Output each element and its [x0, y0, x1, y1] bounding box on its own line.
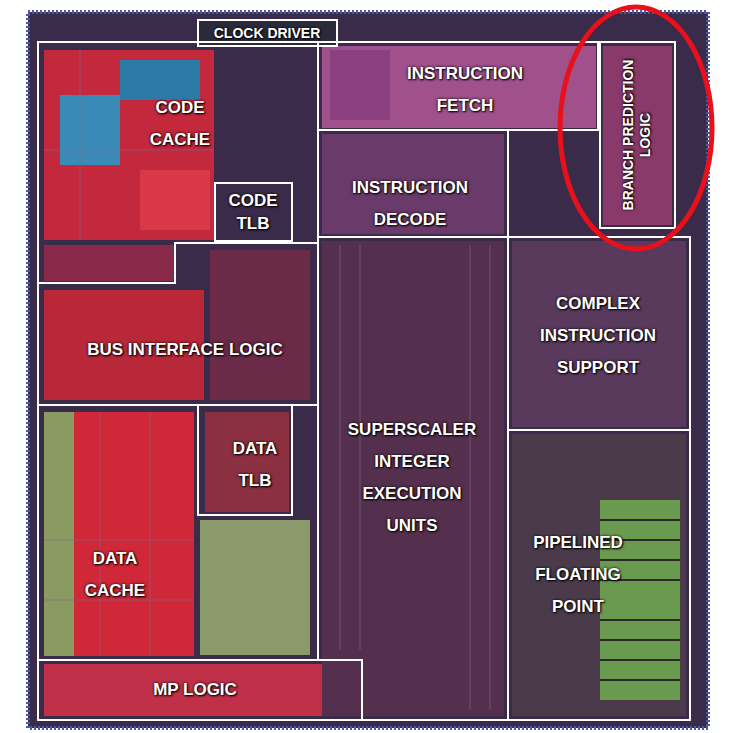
region-label: BRANCH PREDICTION LOGIC — [620, 47, 654, 223]
bus-area — [210, 250, 310, 400]
region-label: SUPERSCALER INTEGER EXECUTION UNITS — [347, 414, 477, 542]
tlb-area — [205, 412, 289, 512]
execution-area — [322, 241, 504, 716]
die-region: PIPELINED FLOATING POINT — [508, 430, 690, 720]
cache-array — [44, 412, 194, 656]
die-region: CLOCK DRIVER — [198, 20, 337, 46]
region-label: DATA TLB — [215, 433, 295, 497]
die-texture — [44, 50, 490, 710]
cache-array — [60, 95, 120, 165]
die-region: DATA CACHE DATA TLB — [38, 405, 318, 660]
region-label: PIPELINED FLOATING POINT — [518, 527, 638, 623]
region-label: MP LOGIC — [95, 679, 295, 701]
btb-area — [603, 46, 672, 225]
die-region: SUPERSCALER INTEGER EXECUTION UNITS — [318, 237, 508, 720]
die-region: BRANCH PREDICTION LOGIC — [600, 42, 675, 228]
region-label: CODE CACHE — [135, 92, 225, 156]
die-region: CODE CACHE CODE TLB — [38, 42, 318, 283]
die-region: DATA TLB — [198, 405, 292, 515]
region-label: INSTRUCTION DECODE — [335, 172, 485, 236]
die-region: MP LOGIC — [38, 660, 362, 720]
die-region: INSTRUCTION FETCH — [318, 42, 598, 130]
region-label: BUS INTERFACE LOGIC — [80, 334, 290, 366]
die-region: CODE TLB — [215, 183, 292, 241]
region-outline — [38, 20, 690, 720]
region-label: CLOCK DRIVER — [201, 25, 333, 41]
region-label: INSTRUCTION FETCH — [380, 58, 550, 122]
highlight-ellipse — [560, 7, 712, 249]
region-label: CODE TLB — [218, 189, 288, 235]
die-region: INSTRUCTION DECODE — [318, 130, 508, 237]
fetch-area — [330, 50, 390, 120]
region-label: COMPLEX INSTRUCTION SUPPORT — [523, 288, 673, 384]
mp-area — [44, 664, 358, 716]
die-ground — [28, 12, 708, 728]
die-region: BUS INTERFACE LOGIC — [38, 243, 318, 405]
cache-array — [140, 170, 210, 230]
die-area — [44, 245, 174, 281]
cache-array — [200, 520, 310, 655]
cache-array — [120, 60, 200, 100]
region-label: DATA CACHE — [70, 543, 160, 607]
fpu-area — [600, 500, 680, 700]
microcode-area — [512, 241, 686, 427]
die-region: COMPLEX INSTRUCTION SUPPORT — [508, 237, 690, 430]
cache-array — [44, 412, 74, 656]
fetch-area — [322, 46, 596, 128]
fpu-area — [512, 434, 686, 716]
